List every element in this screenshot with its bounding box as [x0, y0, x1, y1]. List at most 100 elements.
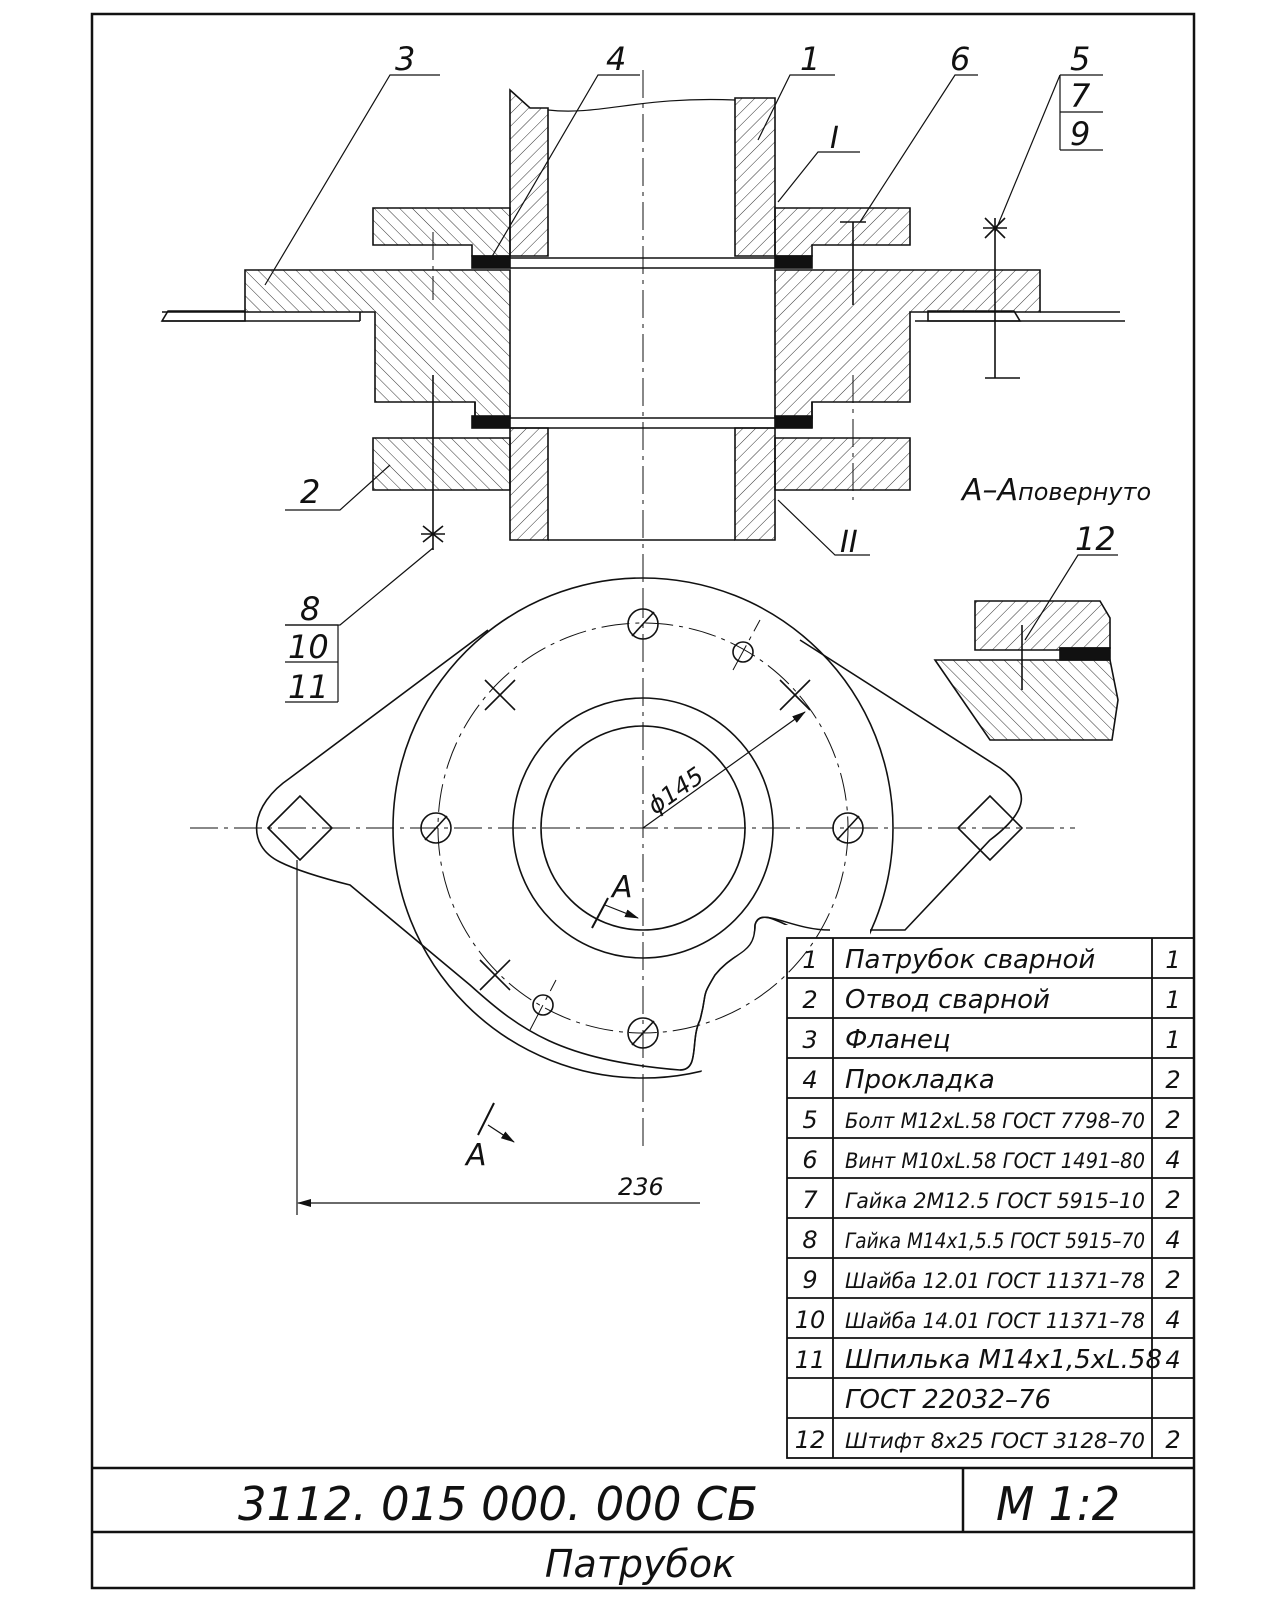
- gasket: [774, 255, 813, 269]
- flange-right-half: [774, 269, 1041, 419]
- bom-row: 1 Патрубок сварной 1: [802, 945, 1180, 975]
- bom-name: Гайка 2М12.5 ГОСТ 5915–10: [845, 1189, 1145, 1213]
- bom-quantity: 2: [1165, 1066, 1180, 1094]
- screw-6-symbol: [840, 221, 866, 305]
- bottom-flange-right: [774, 437, 911, 491]
- bom-position: 11: [795, 1346, 826, 1374]
- section-marker-upper: А: [610, 870, 633, 905]
- sheet-frame: [90, 12, 1196, 1590]
- leader-label-11: 11: [288, 668, 329, 706]
- bom-row: 9 Шайба 12.01 ГОСТ 11371–78 2: [802, 1266, 1180, 1294]
- bom-quantity: 1: [1165, 946, 1180, 974]
- width-dimension-label: 236: [618, 1173, 664, 1201]
- leader-label-1: 1: [800, 40, 820, 78]
- leader-label-roman-1: I: [830, 121, 839, 156]
- bom-row: 3 Фланец 1: [802, 1025, 1180, 1055]
- diameter-dimension: [642, 711, 806, 829]
- top-flange-left: [372, 207, 511, 257]
- section-cut-markers: [477, 897, 639, 1143]
- bom-row: ГОСТ 22032–76: [845, 1385, 1051, 1415]
- gasket: [471, 415, 511, 429]
- leader-label-6: 6: [950, 40, 970, 78]
- break-line: [679, 916, 831, 1071]
- bom-name: Фланец: [845, 1025, 951, 1055]
- drawing-name: Патрубок: [545, 1542, 735, 1586]
- bom-position: 1: [802, 946, 817, 974]
- leader-label-10: 10: [288, 628, 329, 666]
- leader-label-7: 7: [1070, 77, 1091, 115]
- section-title: А–Аповернуто: [960, 473, 1151, 508]
- drawing-scale: М 1:2: [996, 1477, 1120, 1531]
- bom-quantity: 2: [1165, 1266, 1180, 1294]
- bom-name: Шайба 12.01 ГОСТ 11371–78: [845, 1269, 1145, 1293]
- leader-label-roman-2: II: [840, 525, 858, 560]
- bom-name: Штифт 8x25 ГОСТ 3128–70: [845, 1429, 1145, 1453]
- leader-lines: [264, 74, 1103, 703]
- bom-row: 6 Винт М10xL.58 ГОСТ 1491–80 4: [802, 1146, 1180, 1174]
- bom-name: Отвод сварной: [845, 985, 1050, 1015]
- gasket: [471, 255, 511, 269]
- leader-label-8: 8: [300, 590, 320, 628]
- bom-name: Болт М12xL.58 ГОСТ 7798–70: [845, 1109, 1145, 1133]
- plan-centerlines: [190, 590, 1075, 1150]
- pipe-top-right-wall: [734, 97, 776, 257]
- gasket: [774, 415, 813, 429]
- pin-hole: [732, 641, 754, 663]
- flange-left-half: [244, 269, 511, 419]
- bolt-5-symbol: [983, 217, 1020, 379]
- leader-label-2: 2: [300, 473, 320, 511]
- bom-quantity: 4: [1165, 1226, 1180, 1254]
- bom-row: 10 Шайба 14.01 ГОСТ 11371–78 4: [795, 1306, 1181, 1334]
- leader-label-4: 4: [606, 40, 626, 78]
- bom-quantity: 2: [1165, 1106, 1180, 1134]
- stud-8-symbol: [421, 375, 445, 550]
- base-plate-right: [915, 311, 1125, 322]
- leader-label-9: 9: [1070, 115, 1090, 153]
- bom-name: Шайба 14.01 ГОСТ 11371–78: [845, 1309, 1145, 1333]
- base-plate-left: [162, 311, 361, 322]
- bom-name: Прокладка: [845, 1065, 995, 1095]
- bom-quantity: 2: [1165, 1426, 1180, 1454]
- bom-name: Винт М10xL.58 ГОСТ 1491–80: [845, 1149, 1145, 1173]
- break-mask: [700, 925, 870, 1080]
- square-bolt-hole: [956, 794, 1024, 862]
- bom-row: 7 Гайка 2М12.5 ГОСТ 5915–10 2: [802, 1186, 1180, 1214]
- bom-quantity: 4: [1165, 1306, 1180, 1334]
- drawing-designation: 3112. 015 000. 000 СБ: [238, 1477, 758, 1531]
- bom-position: 9: [802, 1266, 817, 1294]
- width-dimension: [296, 860, 700, 1215]
- pipe-top-left-wall: [509, 88, 549, 257]
- bom-quantity: 2: [1165, 1186, 1180, 1214]
- section-marker-lower: А: [464, 1138, 487, 1173]
- leader-label-3: 3: [395, 40, 415, 78]
- bom-position: 4: [802, 1066, 817, 1094]
- pipe-bottom-left-wall: [509, 427, 549, 541]
- bom-position: 6: [802, 1146, 817, 1174]
- bom-position: 5: [802, 1106, 817, 1134]
- bom-position: 10: [795, 1306, 826, 1334]
- bom-quantity: 4: [1165, 1346, 1180, 1374]
- section-aa-detail: [933, 554, 1119, 741]
- bom-table: [786, 937, 1195, 1459]
- bom-name: Шпилька М14x1,5xL.58: [845, 1345, 1162, 1375]
- bom-position: 7: [802, 1186, 818, 1214]
- title-block: [92, 1466, 1194, 1534]
- bom-row: 4 Прокладка 2: [802, 1065, 1180, 1095]
- bottom-flange-left: [372, 437, 511, 491]
- bom-name: ГОСТ 22032–76: [845, 1385, 1051, 1415]
- bom-name: Патрубок сварной: [845, 945, 1095, 975]
- bom-quantity: 1: [1165, 986, 1180, 1014]
- bom-quantity: 4: [1165, 1146, 1180, 1174]
- bom-position: 2: [802, 986, 817, 1014]
- bom-row: 2 Отвод сварной 1: [802, 985, 1180, 1015]
- bom-rows: 1 Патрубок сварной 1 2 Отвод сварной 1 3 Фланец…: [795, 945, 1181, 1454]
- top-flange-right: [774, 207, 911, 257]
- bom-position: 3: [802, 1026, 817, 1054]
- pipe-bottom-right-wall: [734, 427, 776, 541]
- diameter-dimension-label: ϕ145: [642, 762, 709, 820]
- bom-quantity: 1: [1165, 1026, 1180, 1054]
